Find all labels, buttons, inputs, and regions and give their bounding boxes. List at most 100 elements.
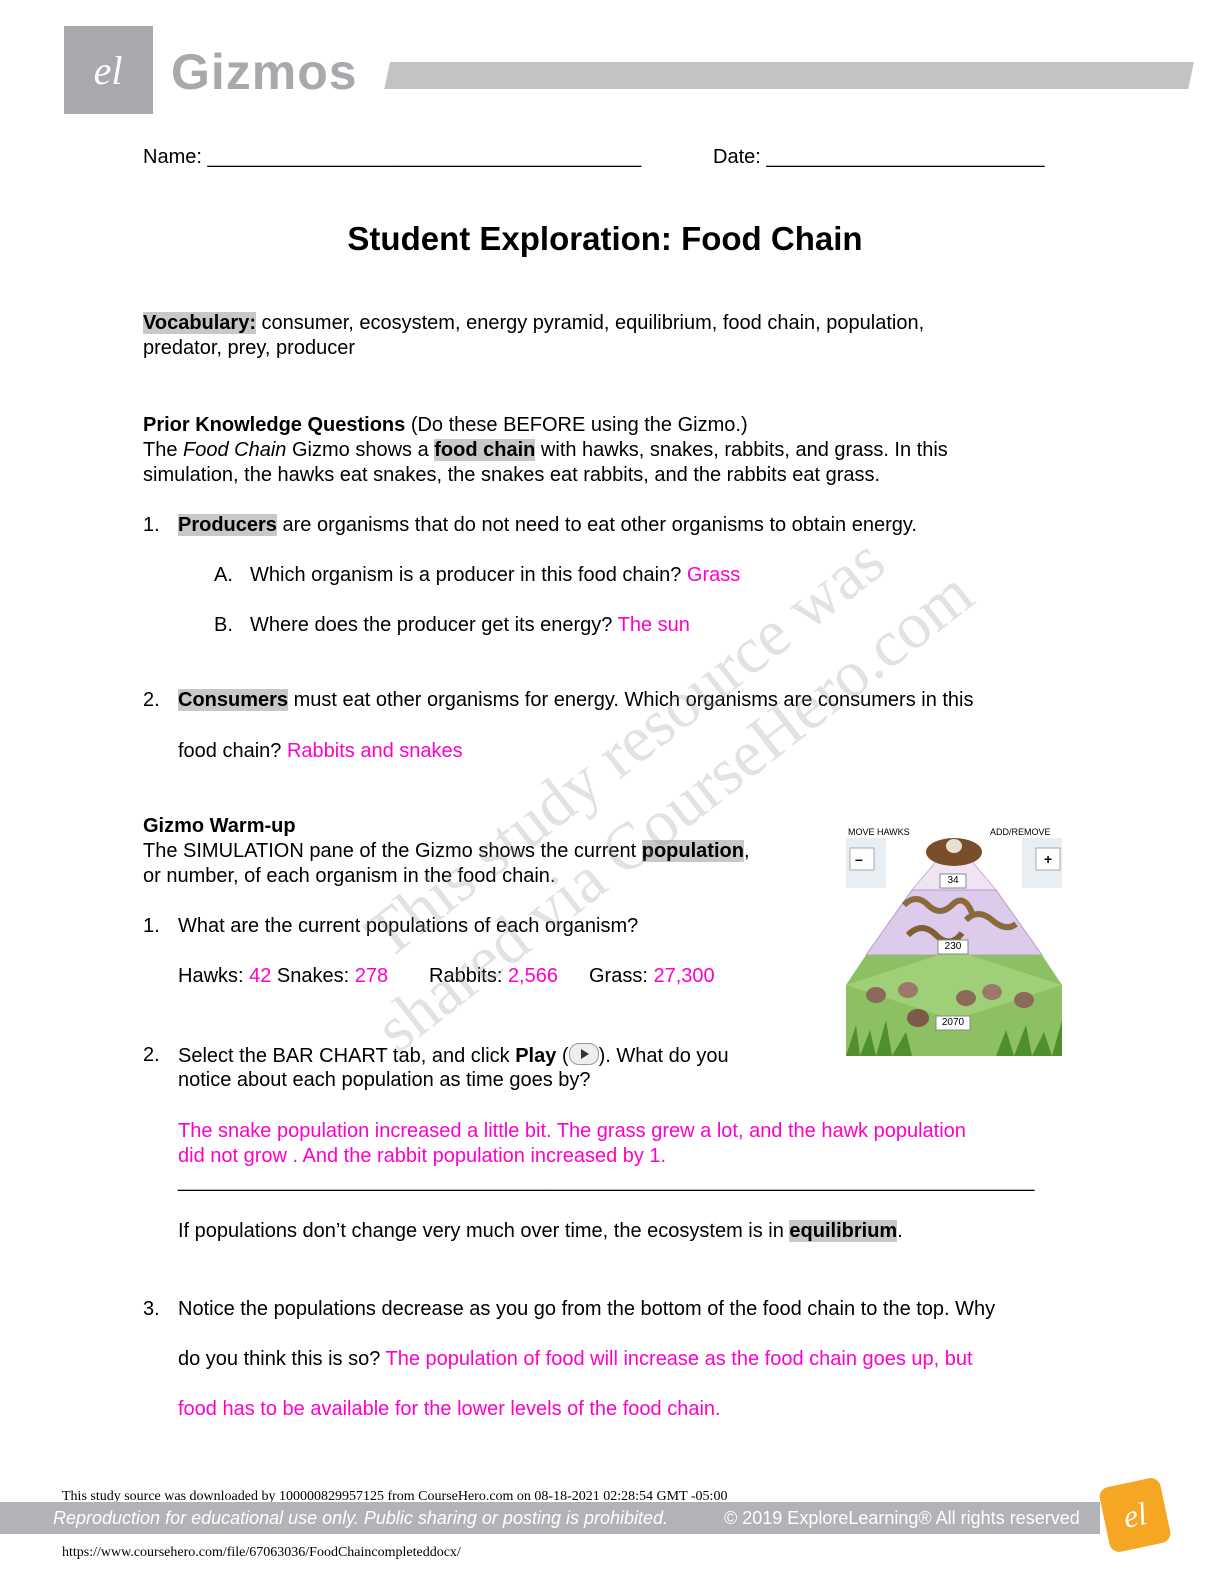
answer-grass: 27,300 [653,965,715,987]
answer: Grass [686,564,741,586]
minus-button: – [855,851,863,867]
explorelearning-logo: el [64,26,153,114]
name-label: Name: [143,146,202,168]
answer: The sun [617,614,690,636]
answer-rule: ________________________________________… [178,1170,1035,1192]
text: Which organism is a producer in this foo… [250,564,687,586]
prior-q2-line-2: food chain? Rabbits and snakes [178,739,463,764]
text: ). What do you [598,1045,729,1067]
warmup-q2-answer-line-2: did not grow . And the rabbit population… [178,1145,667,1167]
text: Where does the producer get its energy? [250,614,618,636]
text: are organisms that do not need to eat ot… [276,514,917,536]
date-label: Date: [713,146,761,168]
warmup-q1-number: 1. [143,915,160,937]
vocabulary-line-1: Vocabulary: consumer, ecosystem, energy … [143,311,924,336]
warmup-q1-answers: Hawks: 42 Snakes: 278 [178,964,388,989]
text: Select the BAR CHART tab, and click [178,1045,516,1067]
text: with hawks, snakes, rabbits, and grass. … [535,439,948,461]
gizmos-brand: Gizmos [171,44,358,100]
prior-heading-title: Prior Knowledge Questions [143,414,406,436]
play-icon [568,1043,599,1065]
text: . [897,1220,903,1242]
hawk-count: 34 [947,875,959,886]
warmup-q2-answer-line-1: The snake population increased a little … [178,1120,966,1142]
prior-q1b-letter: B. [214,614,233,636]
warmup-intro-line-2: or number, of each organism in the food … [143,865,556,887]
text: Snakes: [271,965,355,987]
text: The SIMULATION pane of the Gizmo shows t… [143,840,642,862]
warmup-q1: What are the current populations of each… [178,915,639,937]
vocabulary-label: Vocabulary: [143,312,256,334]
text: Gizmo shows a [286,439,435,461]
reproduction-notice: Reproduction for educational use only. P… [53,1508,669,1528]
text: ( [556,1045,569,1067]
answer: The population of food will increase as … [385,1348,973,1370]
warmup-heading: Gizmo Warm-up [143,815,296,837]
warmup-q3: Notice the populations decrease as you g… [178,1298,996,1320]
rabbit-count: 2070 [941,1017,965,1028]
date-line: _________________________ [766,146,1045,168]
play-label: Play [515,1045,557,1067]
term-equilibrium: equilibrium [789,1220,898,1242]
prior-q1: Producers are organisms that do not need… [178,513,917,538]
prior-q1a: Which organism is a producer in this foo… [250,563,740,588]
prior-q2: Consumers must eat other organisms for e… [178,688,974,713]
warmup-q1-rabbits: Rabbits: 2,566 [429,964,558,989]
copyright: © 2019 ExploreLearning® All rights reser… [724,1508,1080,1528]
snake-count: 230 [944,941,962,952]
warmup-q2-number: 2. [143,1044,160,1066]
svg-text:el: el [94,48,123,93]
answer-rabbits: 2,566 [507,965,558,987]
name-field: Name: __________________________________… [143,145,641,170]
text: Hawks: [178,965,250,987]
prior-q2-number: 2. [143,689,160,711]
warmup-q2-line-2: notice about each population as time goe… [178,1069,591,1091]
prior-q1-number: 1. [143,514,160,536]
equilibrium-statement: If populations don’t change very much ov… [178,1219,903,1244]
name-line: _______________________________________ [207,146,642,168]
term-food-chain: food chain [434,439,536,461]
text: The [143,439,184,461]
prior-intro-line-2: simulation, the hawks eat snakes, the sn… [143,464,881,486]
answer: Rabbits and snakes [286,740,463,762]
warmup-q3-answer-line-2: food has to be available for the lower l… [178,1398,721,1420]
page-title: Student Exploration: Food Chain [347,220,863,257]
header-bar [384,62,1194,89]
text: must eat other organisms for energy. Whi… [288,689,974,711]
el-footer-logo-icon: el [1097,1476,1173,1554]
text: food chain? [178,740,287,762]
term-population: population [641,840,744,862]
text: If populations don’t change very much ov… [178,1220,790,1242]
text: , [743,840,750,862]
download-note: This study source was downloaded by 1000… [62,1489,728,1504]
text: do you think this is so? [178,1348,386,1370]
add-remove-label: ADD/REMOVE [990,827,1051,837]
prior-q1a-letter: A. [214,564,233,586]
svg-text:el: el [1120,1495,1150,1535]
footer-bar [0,1502,1100,1534]
text: Grass: [589,965,654,987]
plus-button: + [1044,851,1053,867]
warmup-intro-line-1: The SIMULATION pane of the Gizmo shows t… [143,839,750,864]
vocabulary-terms: consumer, ecosystem, energy pyramid, equ… [256,312,925,334]
source-url[interactable]: https://www.coursehero.com/file/67063036… [62,1545,461,1560]
warmup-q2: Select the BAR CHART tab, and click Play… [178,1043,729,1069]
prior-intro-line-1: The Food Chain Gizmo shows a food chain … [143,438,948,463]
warmup-q1-grass: Grass: 27,300 [589,964,715,989]
term-producers: Producers [178,514,277,536]
prior-heading: Prior Knowledge Questions (Do these BEFO… [143,413,748,438]
date-field: Date: _________________________ [713,145,1044,170]
prior-q1b: Where does the producer get its energy? … [250,613,690,638]
answer-hawks: 42 [249,965,272,987]
el-logo-icon: el [94,48,123,93]
gizmo-name: Food Chain [183,439,287,461]
prior-heading-note: (Do these BEFORE using the Gizmo.) [405,414,748,436]
warmup-q3-number: 3. [143,1298,160,1320]
move-hawks-label: MOVE HAWKS [848,827,910,837]
food-pyramid-image: MOVE HAWKS ADD/REMOVE – + 34 230 2070 [846,820,1062,1056]
answer-snakes: 278 [354,965,389,987]
warmup-q3-line-2: do you think this is so? The population … [178,1347,973,1372]
vocabulary-line-2: predator, prey, producer [143,337,355,359]
text: Rabbits: [429,965,508,987]
term-consumers: Consumers [178,689,289,711]
